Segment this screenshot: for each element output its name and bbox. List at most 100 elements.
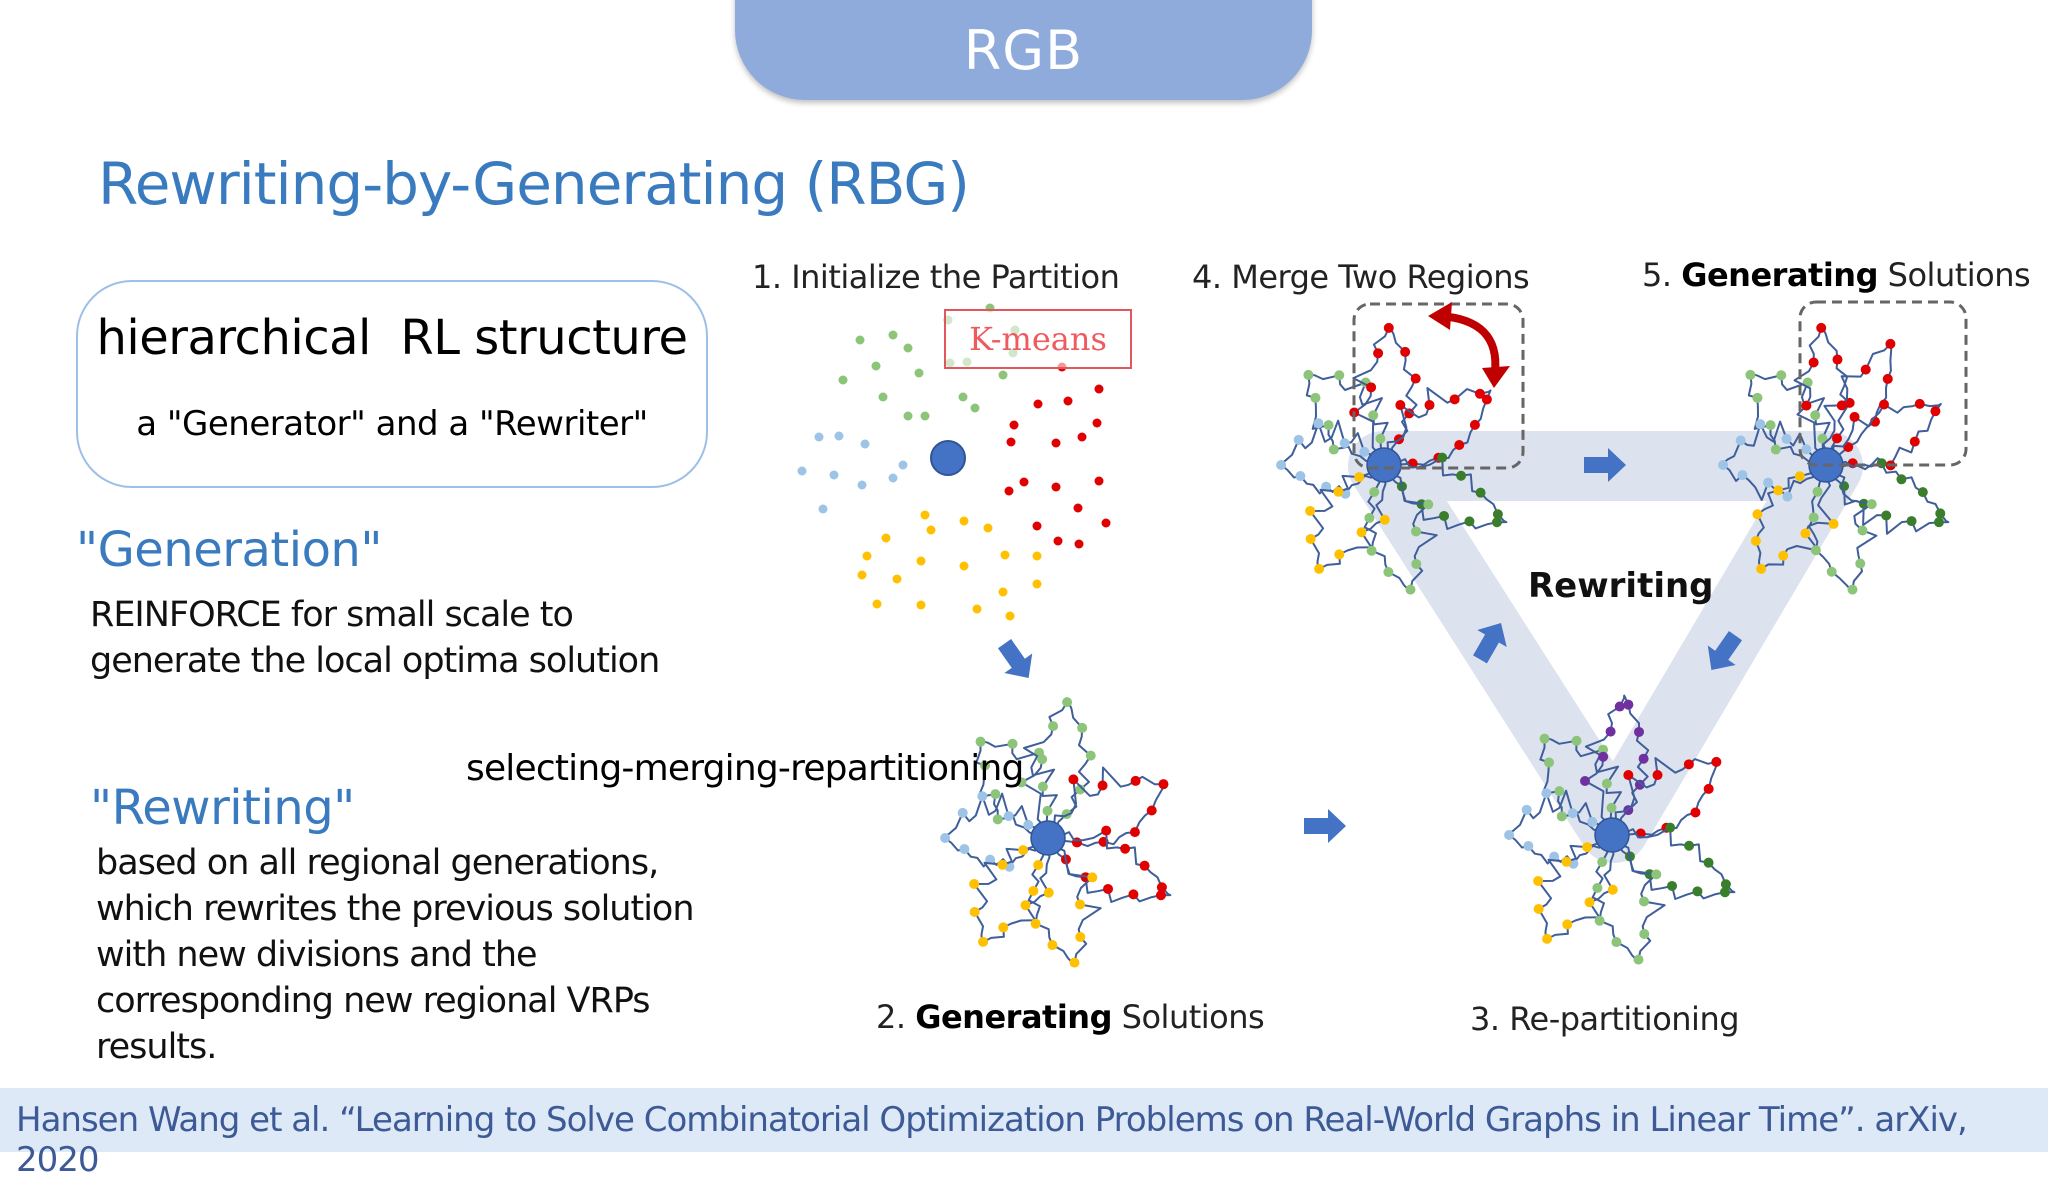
customer-node <box>1584 897 1595 908</box>
customer-node <box>1567 808 1578 819</box>
arrow-shape <box>1707 631 1743 671</box>
customer-node <box>1667 880 1678 891</box>
customer-node <box>1400 346 1411 357</box>
customer-node <box>1063 396 1073 406</box>
customer-node <box>1896 474 1907 485</box>
customer-node <box>1817 433 1828 444</box>
customer-node <box>1828 518 1839 529</box>
arrowhead-icon <box>1482 366 1510 388</box>
customer-node <box>992 814 1003 825</box>
customer-node <box>1752 392 1763 403</box>
arrow-step4-to-5-icon <box>1584 448 1626 482</box>
rewriting-line: which rewrites the previous solution <box>96 889 695 929</box>
merge-box <box>1798 300 1968 467</box>
customer-node <box>998 922 1009 933</box>
rewriting-line: corresponding new regional VRPs <box>96 981 651 1021</box>
customer-node <box>1752 509 1763 520</box>
customer-node <box>1310 392 1321 403</box>
customer-node <box>997 859 1008 870</box>
merge-arrow-icon <box>1439 312 1500 373</box>
customer-node <box>1303 369 1314 380</box>
step-5-label: 5. Generating Solutions <box>1642 256 2031 294</box>
customer-node <box>1781 433 1792 444</box>
customer-node <box>1094 476 1104 486</box>
customer-node <box>1541 788 1552 799</box>
customer-node <box>1633 954 1644 965</box>
customer-node <box>1456 470 1467 481</box>
header-tab: RGB <box>735 0 1312 100</box>
customer-node <box>1607 884 1618 895</box>
customer-node <box>1592 882 1603 893</box>
customer-node <box>1023 819 1034 830</box>
customer-node <box>972 604 982 614</box>
route-path <box>1584 694 1650 836</box>
customer-node <box>1369 487 1380 498</box>
customer-node <box>1276 460 1287 470</box>
customer-node <box>1097 780 1108 791</box>
customer-node <box>1003 811 1014 822</box>
customer-node <box>958 392 968 402</box>
customer-node <box>1847 584 1858 595</box>
customer-node <box>1639 928 1650 939</box>
customer-node <box>1449 394 1460 405</box>
customer-node <box>1411 526 1422 537</box>
customer-node <box>878 392 888 402</box>
arrow-step1-to-2-icon <box>997 639 1033 679</box>
customer-node <box>1007 738 1018 749</box>
customer-node <box>1087 872 1098 883</box>
customer-node <box>1053 536 1063 546</box>
customer-node <box>957 807 968 818</box>
customer-node <box>1423 499 1434 510</box>
customer-node <box>1354 472 1365 483</box>
customer-node <box>860 439 870 449</box>
customer-node <box>940 833 951 843</box>
customer-node <box>1077 432 1087 442</box>
rbg-diagram <box>797 300 1968 968</box>
customer-node <box>1437 452 1448 463</box>
generation-heading: "Generation" <box>76 522 382 578</box>
customer-node <box>1876 458 1887 469</box>
customer-node <box>1832 354 1843 365</box>
rewriting-cycle-label: Rewriting <box>1528 566 1714 606</box>
customer-node <box>1334 370 1345 381</box>
customer-node <box>1623 699 1634 710</box>
customer-node <box>1881 510 1892 521</box>
customer-node <box>1454 439 1465 450</box>
customer-node <box>1005 611 1015 621</box>
customer-node <box>1019 477 1029 487</box>
step-2-label: 2. Generating Solutions <box>876 998 1265 1036</box>
customer-node <box>1826 566 1837 577</box>
customer-node <box>1909 436 1920 447</box>
customer-node <box>1735 435 1746 446</box>
customer-node <box>1794 471 1805 482</box>
customer-node <box>1556 811 1567 822</box>
customer-node <box>1844 397 1855 408</box>
step-1-label: 1. Initialize the Partition <box>752 258 1120 296</box>
customer-node <box>959 561 969 571</box>
customer-node <box>1395 400 1406 411</box>
route-path <box>1825 402 1942 471</box>
customer-node <box>1683 759 1694 770</box>
customer-node <box>1935 508 1946 519</box>
customer-node <box>1018 845 1029 856</box>
customer-node <box>1917 487 1928 498</box>
customer-node <box>1120 843 1131 854</box>
customer-node <box>1075 931 1086 942</box>
customer-node <box>1933 517 1944 528</box>
customer-node <box>1032 579 1042 589</box>
customer-node <box>1812 486 1823 497</box>
customer-node <box>1033 399 1043 409</box>
customer-node <box>1009 420 1019 430</box>
process-label: selecting-merging-repartitioning <box>466 748 1024 789</box>
customer-node <box>1561 856 1572 867</box>
customer-node <box>1379 514 1390 525</box>
customer-node <box>1737 470 1748 481</box>
customer-node <box>1004 486 1014 496</box>
customer-node <box>1006 437 1016 447</box>
customer-node <box>1521 804 1532 815</box>
customer-node <box>1554 786 1565 797</box>
structure-subtext: a "Generator" and a "Rewriter" <box>136 404 648 444</box>
kmeans-label: K-means <box>944 309 1132 369</box>
customer-node <box>920 510 930 520</box>
customer-node <box>1334 549 1345 560</box>
